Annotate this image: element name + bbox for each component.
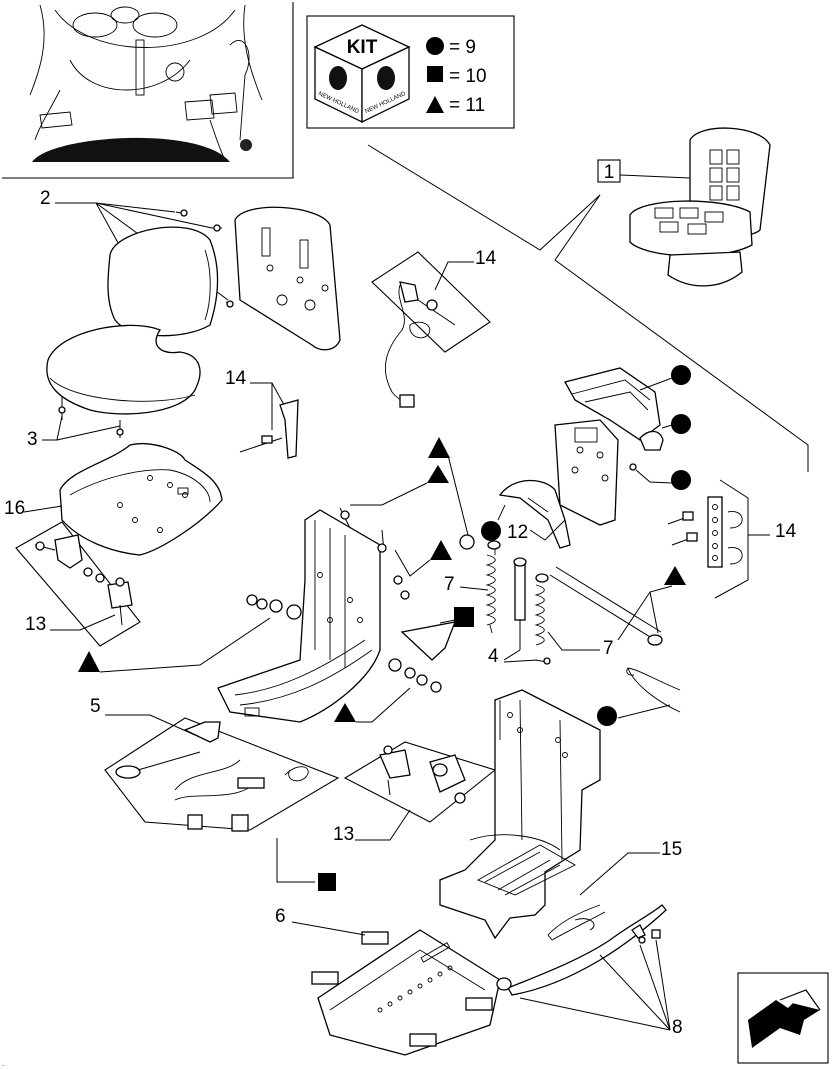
kit-circle-marker bbox=[481, 521, 501, 541]
callout-14-top: 14 bbox=[475, 248, 497, 269]
legend-triangle-symbol bbox=[426, 96, 444, 113]
callout-15: 15 bbox=[661, 839, 682, 860]
kit-square-marker bbox=[454, 607, 474, 627]
adjust-lever-group: 14 bbox=[225, 368, 299, 459]
spring-icon bbox=[534, 573, 549, 646]
callout-13-bottom: 13 bbox=[333, 824, 354, 845]
kit-triangle-marker bbox=[427, 465, 449, 483]
kit-circle-marker bbox=[671, 414, 691, 434]
callout-1: 1 bbox=[604, 162, 615, 183]
callout-2: 2 bbox=[40, 188, 51, 209]
callout-16: 16 bbox=[4, 498, 25, 519]
kit-circle-marker bbox=[671, 365, 691, 385]
callout-12: 12 bbox=[507, 522, 528, 543]
base-frame-group bbox=[439, 689, 601, 940]
spring-icon bbox=[485, 540, 501, 634]
callout-8: 8 bbox=[672, 1017, 683, 1038]
linkage-group: 12 bbox=[481, 479, 571, 549]
bushing-left-group bbox=[78, 594, 302, 673]
handle-rod-group: 15 8 bbox=[496, 839, 683, 1038]
callout-7-left: 7 bbox=[444, 574, 455, 595]
corner-dot: . bbox=[2, 1059, 4, 1068]
latch-group bbox=[400, 607, 474, 661]
kit-circle-marker bbox=[597, 706, 617, 726]
callout-7-right: 7 bbox=[603, 638, 614, 659]
suspension-top-group bbox=[554, 365, 691, 526]
callout-14-right: 14 bbox=[775, 521, 797, 542]
kit-triangle-marker bbox=[78, 651, 100, 672]
new-holland-leaf-icon bbox=[329, 66, 395, 90]
kit-circle-marker bbox=[671, 470, 691, 490]
kit-triangle-marker bbox=[664, 566, 686, 585]
spring-clip-group bbox=[597, 667, 681, 726]
spring-damper-group: 7 4 7 bbox=[428, 437, 686, 667]
harness-group: 14 bbox=[371, 248, 497, 408]
seat-switch-group: 13 bbox=[333, 741, 497, 845]
legend-triangle-value: = 11 bbox=[449, 95, 485, 116]
adjuster-knob-group: 5 bbox=[90, 696, 340, 891]
backrest-group: 2 bbox=[40, 188, 341, 351]
screw-icon bbox=[175, 209, 234, 308]
legend-square-value: = 10 bbox=[449, 66, 487, 87]
legend-square-symbol bbox=[427, 66, 443, 82]
kit-triangle-marker bbox=[428, 437, 450, 458]
seat-cushion-group: 3 bbox=[27, 324, 201, 450]
kit-triangle-marker bbox=[334, 703, 356, 722]
armrest-bracket-group: 13 bbox=[15, 521, 141, 647]
bushing-right-group bbox=[334, 658, 442, 723]
seat-pan-group: 16 bbox=[4, 443, 223, 556]
callout-14-mid: 14 bbox=[225, 368, 247, 389]
back-arrow-icon[interactable] bbox=[737, 972, 829, 1064]
kit-triangle-marker bbox=[430, 540, 452, 560]
height-adjuster-group: 14 bbox=[667, 479, 797, 599]
callout-6: 6 bbox=[275, 906, 286, 927]
suspension-frame-group bbox=[217, 465, 452, 723]
kit-title: KIT bbox=[347, 37, 378, 58]
rail-plate-group: 6 bbox=[275, 906, 501, 1056]
callout-3: 3 bbox=[27, 429, 38, 450]
callout-5: 5 bbox=[90, 696, 101, 717]
kit-square-marker bbox=[318, 873, 336, 891]
legend-circle-value: = 9 bbox=[449, 37, 476, 58]
tractor-cab-inset bbox=[2, 2, 294, 179]
complete-seat: 1 bbox=[597, 127, 771, 287]
legend-circle-symbol bbox=[426, 37, 444, 55]
callout-13-left: 13 bbox=[25, 614, 46, 635]
callout-4: 4 bbox=[488, 646, 499, 667]
kit-legend: KIT NEW HOLLAND NEW HOLLAND = 9 = 10 = 1… bbox=[306, 15, 515, 129]
